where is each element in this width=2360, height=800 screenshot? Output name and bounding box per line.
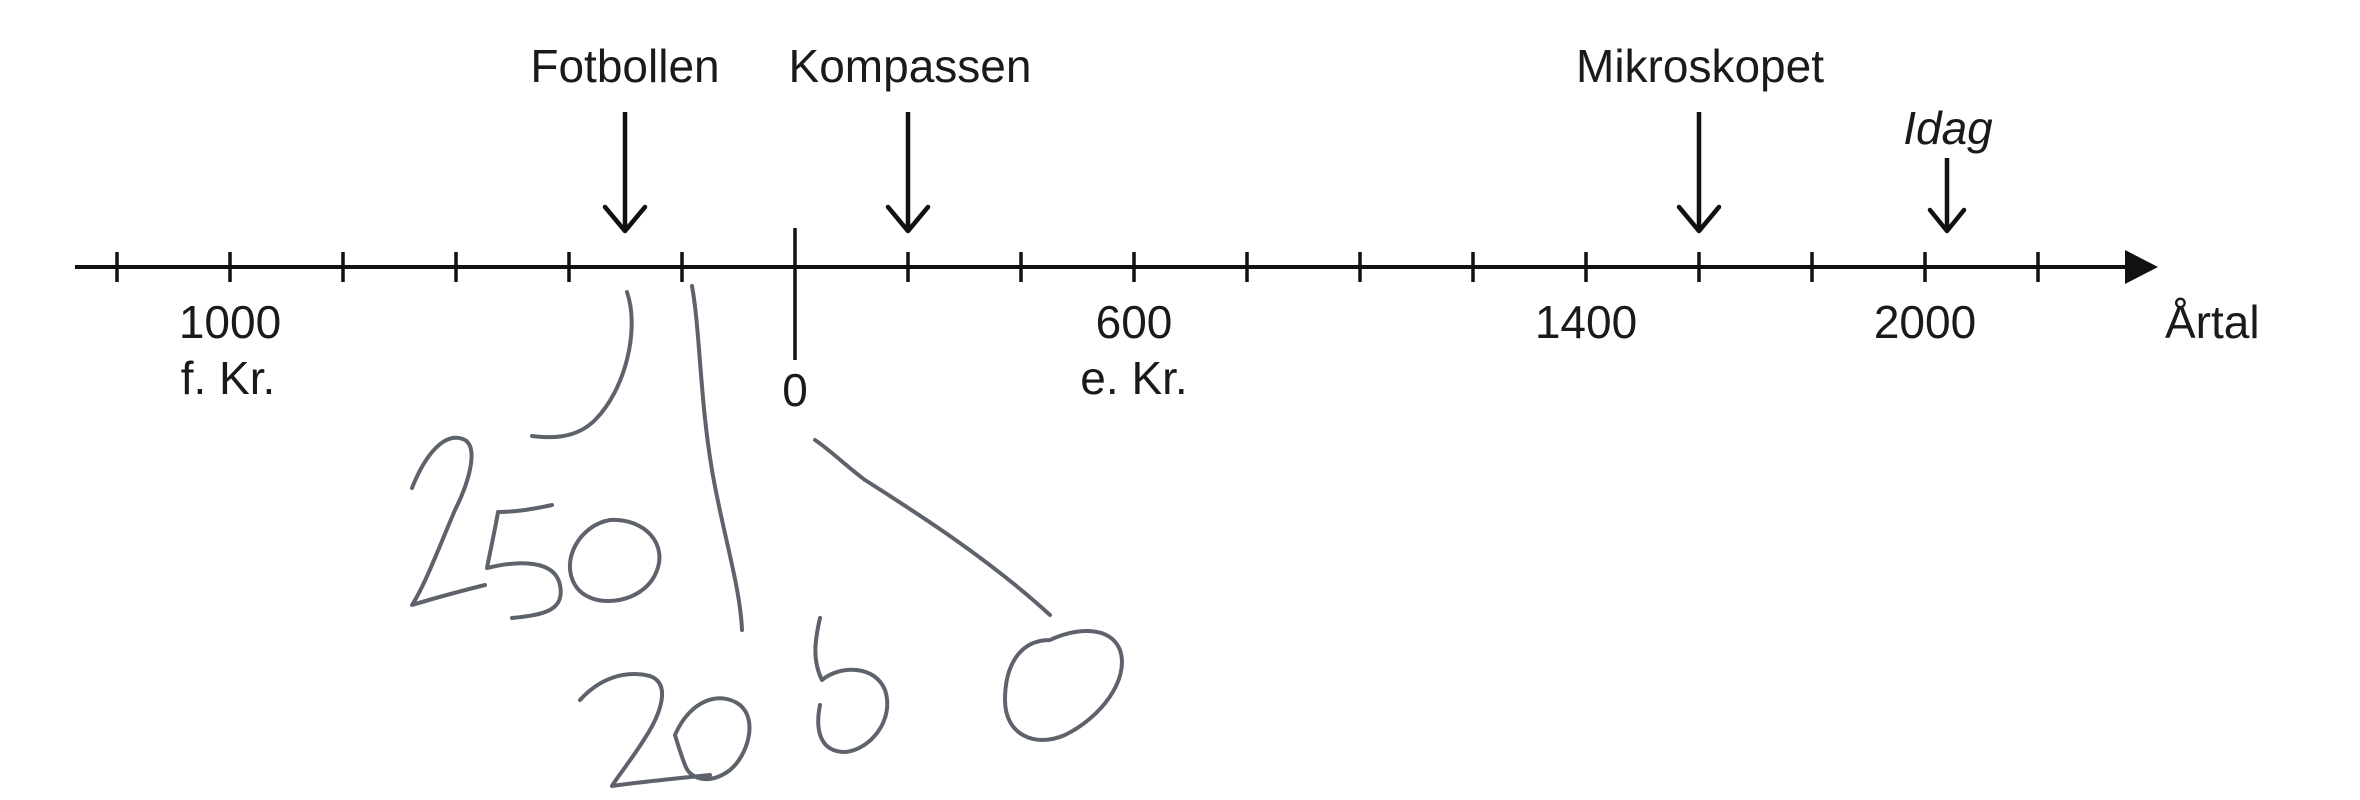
today-label: Idag [1903,102,1993,154]
tick-label-era: e. Kr. [1080,352,1187,404]
axis-label: Årtal [2165,296,2260,348]
event-label: Fotbollen [530,40,719,92]
handwritten-number [410,435,662,620]
down-arrow-icon [1676,112,1722,234]
tick-labels: 1000 f. Kr. 0 600 e. Kr. 1400 2000 [179,296,1976,416]
handwritten-pointer-line [530,290,634,440]
down-arrow-icon [1927,158,1967,234]
event-mikroskopet: Mikroskopet [1576,40,1824,234]
tick-label: 2000 [1874,296,1976,348]
axis-arrowhead [2125,250,2158,284]
event-label: Mikroskopet [1576,40,1824,92]
handwritten-pointer-line [690,284,744,632]
tick-label: 1000 [179,296,281,348]
handwritten-number [578,616,1124,788]
event-label: Kompassen [789,40,1032,92]
tick-label: 0 [782,364,808,416]
tick-label-era: f. Kr. [181,352,276,404]
tick-marks [115,228,2040,360]
down-arrow-icon [602,112,648,234]
timeline-axis: Årtal [75,250,2260,348]
event-kompassen: Kompassen [789,40,1032,234]
event-fotbollen: Fotbollen [530,40,720,234]
event-idag: Idag [1903,102,1993,234]
handwriting [410,284,1124,788]
down-arrow-icon [885,112,931,234]
tick-label: 600 [1096,296,1173,348]
handwritten-pointer-line [813,438,1052,617]
tick-label: 1400 [1535,296,1637,348]
